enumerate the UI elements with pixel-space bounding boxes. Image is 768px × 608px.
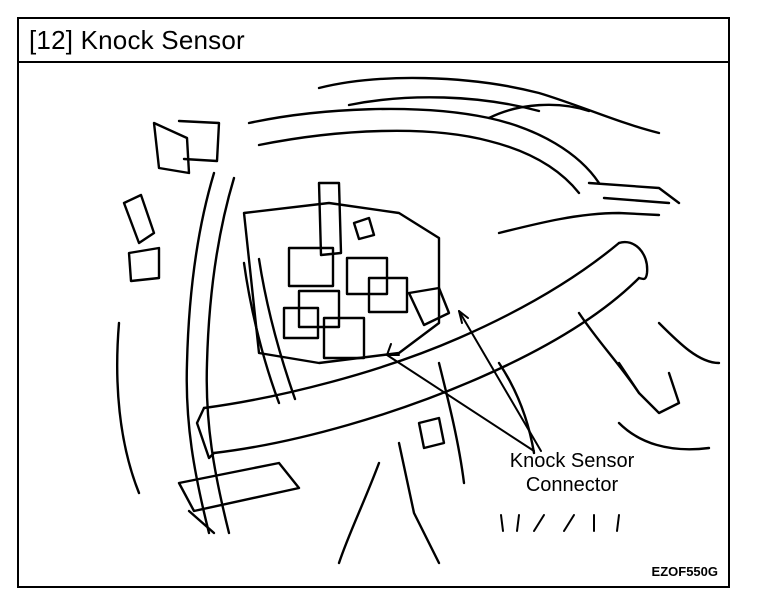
center-block [242,201,441,365]
hatch-marks [500,514,620,532]
leader-line-1 [386,354,535,452]
lower-clamp [177,461,301,513]
leader-line-2 [458,310,542,452]
engine-illustration [116,76,721,565]
figure-code: EZOF550G [651,564,718,579]
figure-title: [12] Knock Sensor [29,25,245,55]
figure-header: [12] Knock Sensor [19,19,728,63]
connector-1 [287,246,335,288]
connector-2 [322,316,366,360]
callout-line-2: Connector [525,474,619,496]
knock-sensor-connector-label: Knock Sensor Connector [497,449,647,497]
left-bracket [152,121,191,175]
figure-frame: [12] Knock Sensor [17,17,730,588]
upper-hose [247,107,601,185]
main-hose [202,241,621,410]
callout-line-1: Knock Sensor [509,450,635,472]
